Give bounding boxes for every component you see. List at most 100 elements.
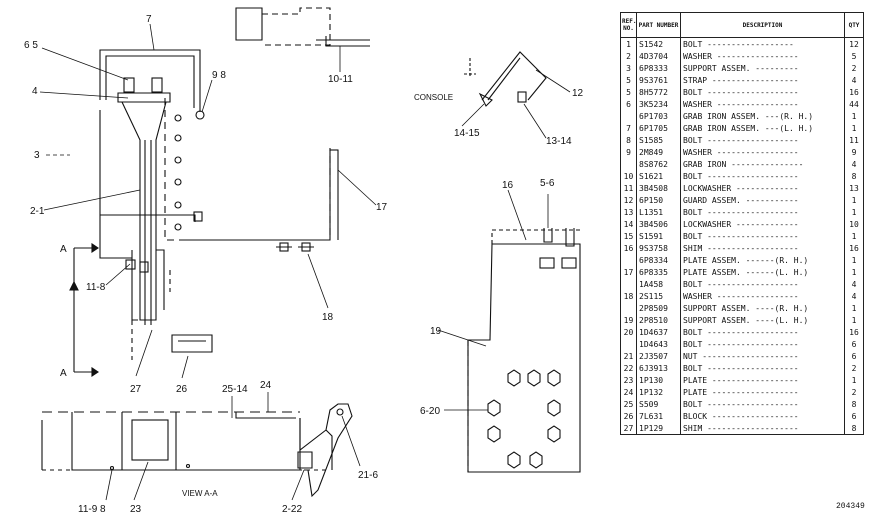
leader-222 bbox=[291, 469, 305, 501]
cell-description: PLATE ASSEM. ------(R. H.) bbox=[680, 254, 845, 266]
cell-ref: 14 bbox=[620, 218, 637, 230]
cell-part-number: 3B4506 bbox=[636, 218, 681, 230]
cell-part-number: S1591 bbox=[636, 230, 681, 242]
cell-part-number: 2J3507 bbox=[636, 350, 681, 362]
header-ref: REF. NO. bbox=[620, 12, 637, 38]
cell-description: LOCKWASHER ------------- bbox=[680, 182, 845, 194]
shim-16 bbox=[539, 257, 555, 269]
header-description: DESCRIPTION bbox=[680, 12, 845, 38]
cell-part-number: 1P129 bbox=[636, 422, 681, 435]
cell-ref: 7 bbox=[620, 122, 637, 134]
cell-description: SUPPORT ASSEM. ----(L. H.) bbox=[680, 314, 845, 326]
cell-part-number: L1351 bbox=[636, 206, 681, 218]
cell-qty: 1 bbox=[844, 230, 864, 242]
cell-part-number: 2P8509 bbox=[636, 302, 681, 314]
cell-qty: 16 bbox=[844, 242, 864, 254]
support-19-top bbox=[491, 229, 580, 244]
callout-6-20: 6-20 bbox=[420, 406, 440, 417]
side-plate bbox=[164, 98, 331, 241]
callout-2-22: 2-22 bbox=[282, 504, 302, 515]
arrow-head-vert bbox=[69, 280, 79, 291]
leader-1314 bbox=[523, 103, 547, 139]
view-aa-bracket bbox=[299, 403, 353, 498]
cell-part-number: 9S3761 bbox=[636, 74, 681, 86]
cell-description: WASHER ----------------- bbox=[680, 290, 845, 302]
callout-13-14: 13-14 bbox=[546, 136, 572, 147]
cell-ref: 1 bbox=[620, 37, 637, 50]
view-aa-bolt bbox=[297, 451, 313, 469]
cell-ref: 25 bbox=[620, 398, 637, 410]
frame-outline-top-2 bbox=[262, 7, 331, 46]
support-body bbox=[121, 101, 167, 321]
cell-qty: 4 bbox=[844, 278, 864, 290]
grab-iron-inner bbox=[105, 55, 195, 108]
cell-description: BOLT ------------------- bbox=[680, 278, 845, 290]
hex-bolt bbox=[529, 451, 543, 469]
callout-section-a-bottom: A bbox=[60, 368, 67, 379]
callout-26: 26 bbox=[176, 384, 188, 395]
cell-ref: 18 bbox=[620, 290, 637, 302]
view-aa-rib bbox=[325, 429, 333, 470]
callout-3: 3 bbox=[34, 150, 40, 161]
cell-qty: 11 bbox=[844, 134, 864, 146]
cell-part-number: 2P8510 bbox=[636, 314, 681, 326]
frame-outline-top bbox=[235, 7, 263, 41]
cell-part-number: 1D4637 bbox=[636, 326, 681, 338]
cell-ref: 24 bbox=[620, 386, 637, 398]
cell-qty: 4 bbox=[844, 290, 864, 302]
cell-description: GRAB IRON ASSEM. ---(L. H.) bbox=[680, 122, 845, 134]
cell-ref: 20 bbox=[620, 326, 637, 338]
cell-ref: 6 bbox=[620, 98, 637, 110]
cell-part-number: S1621 bbox=[636, 170, 681, 182]
cell-qty: 8 bbox=[844, 422, 864, 435]
side-plate-solid bbox=[180, 149, 339, 241]
view-aa-plate-23 bbox=[121, 412, 177, 470]
cell-ref: 11 bbox=[620, 182, 637, 194]
cell-ref: 10 bbox=[620, 170, 637, 182]
leader-27 bbox=[135, 329, 153, 377]
cell-qty: 10 bbox=[844, 218, 864, 230]
cell-ref: 27 bbox=[620, 422, 637, 435]
cell-part-number: 6P1703 bbox=[636, 110, 681, 122]
cell-ref: 23 bbox=[620, 374, 637, 386]
header-part-number: PART NUMBER bbox=[636, 12, 681, 38]
cell-description: GUARD ASSEM. ----------- bbox=[680, 194, 845, 206]
cell-part-number: 9S3758 bbox=[636, 242, 681, 254]
cell-ref: 17 bbox=[620, 266, 637, 278]
callout-7: 7 bbox=[146, 14, 152, 25]
bolt-11-8b bbox=[139, 261, 149, 273]
cell-ref: 9 bbox=[620, 146, 637, 158]
cell-description: GRAB IRON ASSEM. ---(R. H.) bbox=[680, 110, 845, 122]
cell-description: BOLT ------------------- bbox=[680, 230, 845, 242]
cell-description: SUPPORT ASSEM. --------- bbox=[680, 62, 845, 74]
parts-diagram: 7 6 5 9 8 10-11 4 3 2-1 11-8 17 18 27 26… bbox=[24, 7, 584, 515]
cell-part-number: 7L631 bbox=[636, 410, 681, 422]
cell-description: BLOCK ------------------ bbox=[680, 410, 845, 422]
bolt-head-2 bbox=[151, 77, 163, 93]
cell-description: PLATE ASSEM. ------(L. H.) bbox=[680, 266, 845, 278]
console-stem bbox=[464, 58, 476, 78]
cell-qty: 2 bbox=[844, 62, 864, 74]
cell-part-number: 6P8334 bbox=[636, 254, 681, 266]
callout-21-6: 21-6 bbox=[358, 470, 378, 481]
cell-part-number: 6J3913 bbox=[636, 362, 681, 374]
cell-qty: 9 bbox=[844, 146, 864, 158]
hole bbox=[174, 134, 182, 142]
grab-iron-bolt bbox=[195, 110, 205, 120]
cell-part-number: 8S8762 bbox=[636, 158, 681, 170]
hole bbox=[174, 178, 182, 186]
cell-part-number: 2S115 bbox=[636, 290, 681, 302]
view-aa-stud bbox=[185, 463, 191, 469]
callout-2-1: 2-1 bbox=[30, 206, 45, 217]
cell-ref: 16 bbox=[620, 242, 637, 254]
cell-part-number: S509 bbox=[636, 398, 681, 410]
cell-ref bbox=[620, 278, 637, 290]
cell-description: SHIM ------------------- bbox=[680, 242, 845, 254]
